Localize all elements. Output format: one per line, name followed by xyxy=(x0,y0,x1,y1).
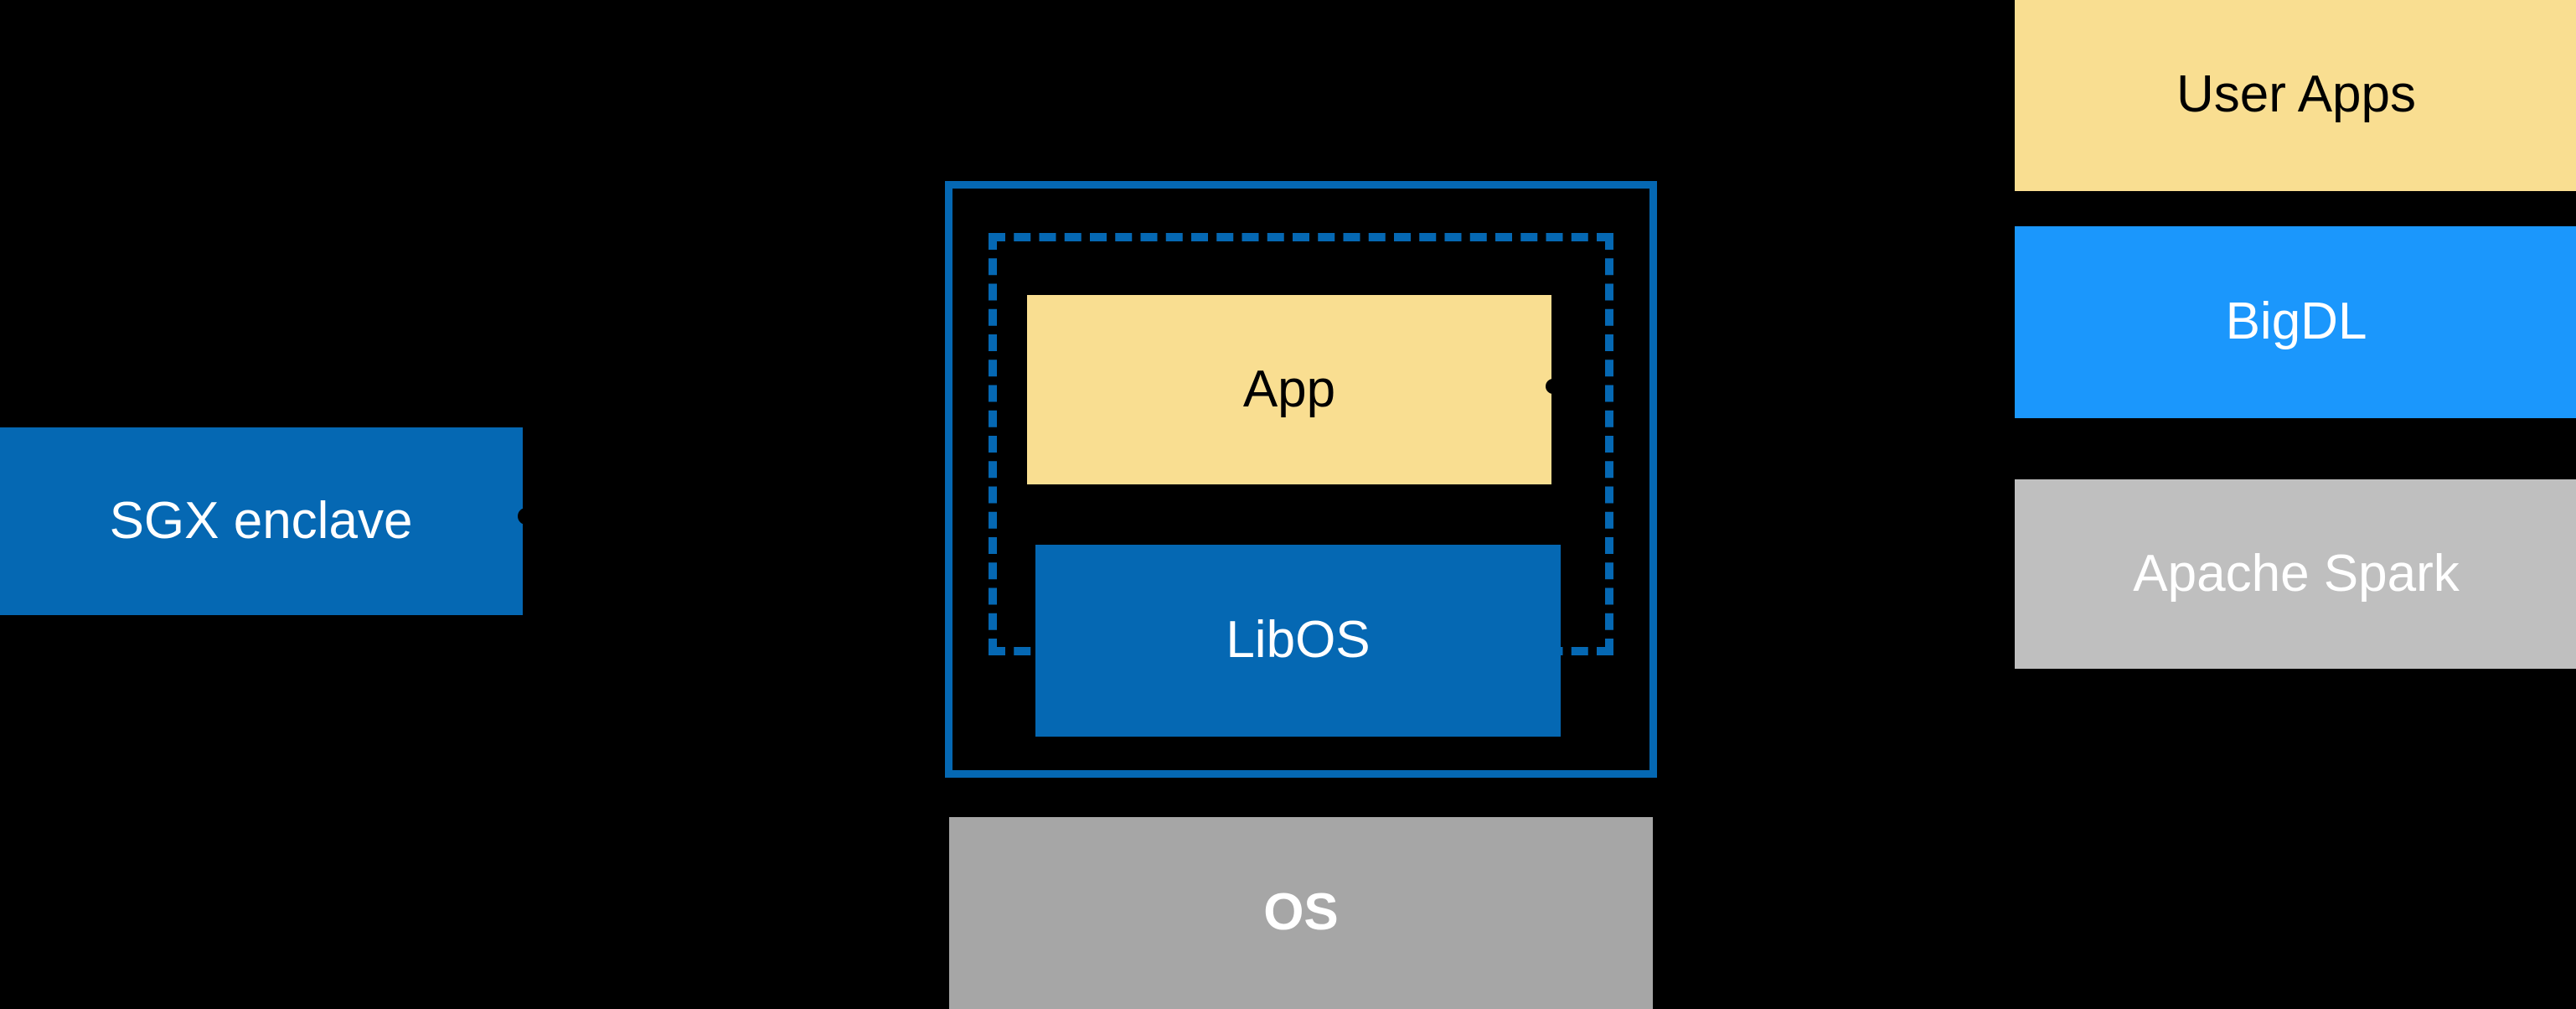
node-os-label: OS xyxy=(1263,883,1339,942)
node-bigdl-label: BigDL xyxy=(2225,292,2367,351)
node-libos-label: LibOS xyxy=(1226,611,1371,670)
node-apache-spark-label: Apache Spark xyxy=(2133,544,2460,603)
app-connector-arrowhead-icon xyxy=(1546,379,1561,394)
node-apache-spark[interactable]: Apache Spark xyxy=(2015,479,2576,669)
node-user-apps[interactable]: User Apps xyxy=(2015,0,2576,191)
node-app-label: App xyxy=(1242,360,1336,418)
node-libos[interactable]: LibOS xyxy=(1035,545,1561,737)
node-user-apps-label: User Apps xyxy=(2176,65,2417,124)
container-enclave-outer xyxy=(945,181,1657,778)
node-sgx-enclave[interactable]: SGX enclave xyxy=(0,427,523,615)
node-sgx-enclave-label: SGX enclave xyxy=(109,491,413,550)
node-bigdl[interactable]: BigDL xyxy=(2015,226,2576,418)
node-app[interactable]: App xyxy=(1027,295,1551,484)
node-os[interactable]: OS xyxy=(949,817,1653,1009)
sgx-connector-arrowhead-icon xyxy=(518,508,534,525)
